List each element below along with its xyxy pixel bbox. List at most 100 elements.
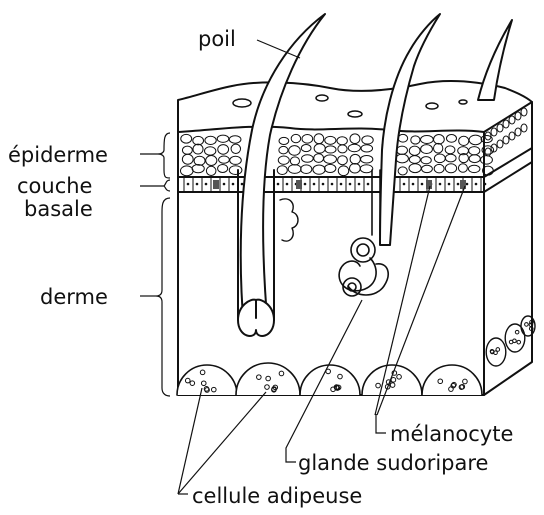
epidermis-cell [229, 166, 242, 175]
epidermis-cell [324, 155, 337, 164]
basal-cell-nucleus [277, 183, 280, 186]
label-basale: basale [24, 197, 93, 221]
epidermis-cell [485, 148, 491, 156]
epidermis-cell [521, 108, 527, 116]
basal-cell-nucleus [232, 183, 235, 186]
epidermis-cell [469, 147, 480, 155]
epidermis-cell [434, 164, 444, 173]
epidermis-cell [468, 165, 479, 172]
epidermis-cell [420, 135, 433, 143]
epidermis-cell [192, 165, 204, 173]
epidermis-cell [337, 137, 347, 145]
fat-cell [362, 365, 422, 395]
epidermis-cell [301, 165, 312, 174]
epidermis-cell [313, 165, 325, 174]
basal-cell-nucleus [322, 183, 325, 186]
epidermis-cell [229, 136, 241, 143]
epidermis-cell [497, 124, 503, 132]
epidermis-cell [325, 136, 336, 144]
epidermis-cell [289, 146, 301, 156]
label-epiderme: épiderme [8, 143, 108, 167]
basal-cell-nucleus [187, 183, 190, 186]
epidermis-cell [445, 164, 456, 173]
epidermis-cell [350, 134, 360, 144]
epidermis-cell [218, 145, 229, 155]
epidermis-cell [398, 134, 408, 142]
epidermis-cell [411, 136, 420, 144]
epidermis-cell [409, 156, 420, 164]
epidermis-cell [325, 146, 336, 153]
skin-block-outline [178, 81, 532, 395]
label-derme: derme [40, 285, 108, 309]
epidermis-cell [218, 164, 228, 172]
basal-cell-nucleus [313, 183, 316, 186]
epidermis-cell [338, 145, 347, 153]
epidermis-cell [362, 136, 373, 144]
epidermis-cell [288, 165, 301, 174]
basal-cell-nucleus [349, 183, 352, 186]
basal-cell-nucleus [196, 183, 199, 186]
epidermis-cell [314, 154, 324, 163]
fat-cell [422, 365, 482, 395]
epidermis-cell [290, 157, 299, 165]
basal-cell-nucleus [223, 183, 226, 186]
epidermis-cell [445, 146, 455, 154]
epidermis-cell [509, 116, 515, 124]
epidermis-cell [361, 145, 372, 152]
basal-cell-nucleus [457, 183, 460, 186]
basal-cell-nucleus [304, 183, 307, 186]
basal-cell-nucleus [403, 183, 406, 186]
epidermis-cell [279, 137, 289, 144]
basal-cell-nucleus [286, 183, 289, 186]
epidermis-cell [469, 135, 482, 145]
sebaceous-gland [280, 199, 298, 241]
basal-cell-nucleus [448, 183, 451, 186]
epidermis-cell [206, 166, 216, 175]
epidermis-cell [278, 156, 289, 164]
epidermis-layer [178, 108, 532, 192]
epidermis-cell [361, 155, 373, 163]
fat-cells [177, 316, 535, 395]
epidermis-cell [302, 135, 313, 144]
basal-cell-nucleus [412, 183, 415, 186]
epidermis-cell [314, 144, 325, 153]
epidermis-cell [205, 136, 216, 144]
fat-cell [236, 363, 300, 395]
epidermis-cell [324, 164, 335, 172]
epidermis-cell [291, 134, 300, 142]
epidermis-cell [459, 136, 469, 145]
epidermis-cell [180, 166, 193, 176]
epidermis-cell [409, 146, 420, 155]
epidermis-cell [338, 156, 348, 165]
epidermis-cell [302, 155, 314, 162]
basal-cell-nucleus [367, 183, 370, 186]
basal-cell-nucleus [331, 183, 334, 186]
epidermis-cell [205, 147, 216, 155]
basal-cell-nucleus [340, 183, 343, 186]
fat-droplet [517, 340, 521, 344]
epidermis-cell [515, 128, 521, 136]
epidermis-cell [503, 136, 509, 144]
fat-droplet [513, 339, 517, 343]
epidermis-cell [509, 132, 515, 140]
epidermis-cell [469, 155, 480, 163]
epidermis-cell [279, 146, 288, 153]
label-poil: poil [198, 27, 236, 51]
epidermis-cell [445, 154, 456, 162]
epidermis-cell [206, 156, 217, 166]
epidermis-cell [217, 135, 229, 142]
epidermis-cell [421, 157, 431, 164]
epidermis-cell [231, 144, 241, 153]
basal-cell-nucleus [475, 183, 478, 186]
label-couche: couche [17, 174, 92, 198]
basal-cell-nucleus [484, 183, 487, 186]
basal-cell-nucleus [466, 183, 469, 186]
basal-cell-nucleus [358, 183, 361, 186]
fat-droplet [525, 323, 529, 327]
epidermis-cell [348, 144, 360, 151]
epidermis-cell [314, 134, 324, 144]
epidermis-cell [182, 154, 193, 164]
epidermis-cell [338, 166, 349, 176]
